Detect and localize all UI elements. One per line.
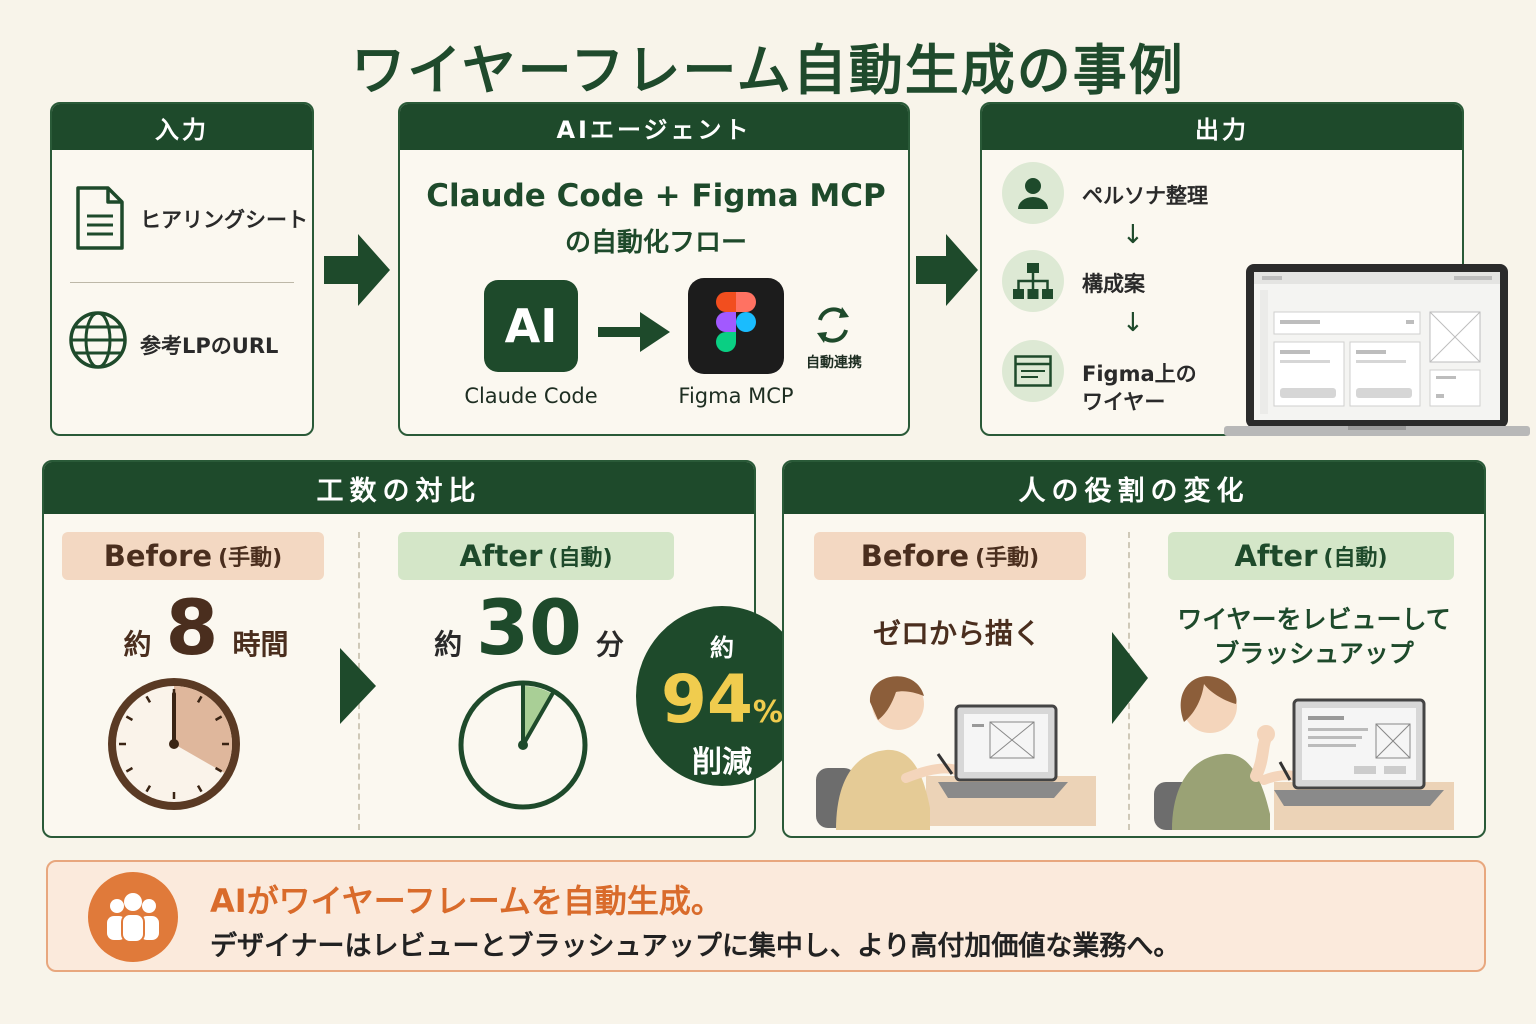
effort-before-sub: (手動): [218, 546, 283, 571]
clock-tick: [125, 715, 134, 722]
clock-tick: [145, 695, 152, 704]
figma-mcp-label: Figma MCP: [678, 384, 794, 408]
agent-flow-arrow: [598, 312, 670, 352]
output-step-structure-icon-wrap: [1002, 250, 1064, 312]
effort-before-value: 8: [165, 583, 219, 672]
agent-heading-line2: の自動化フロー: [564, 228, 747, 258]
output-down-arrow-2: ↓: [1122, 308, 1144, 338]
designer-drawing-illustration: [816, 676, 1096, 830]
input-item-hearing-sheet: ヒアリングシート: [140, 208, 308, 232]
clock-after-icon: [458, 680, 588, 810]
flow-arrow-2: [916, 234, 978, 306]
input-panel-header: 入力: [52, 104, 312, 150]
clock-before-wedge: [174, 686, 232, 773]
role-after-label: After: [1234, 539, 1318, 573]
input-panel: 入力 ヒアリングシート 参考LPのURL: [50, 102, 314, 436]
effort-panel: 工数の対比 Before (手動) After (自動) 約 8 時間 約 30…: [42, 460, 756, 838]
effort-before-pill: Before (手動): [62, 532, 324, 580]
role-before-desc: ゼロから描く: [872, 617, 1041, 650]
page-title: ワイヤーフレーム自動生成の事例: [351, 39, 1185, 102]
effort-after-unit: 分: [595, 628, 624, 661]
role-after-desc-line2: ブラッシュアップ: [1214, 639, 1414, 668]
document-icon: [76, 186, 124, 250]
role-panel: 人の役割の変化 Before (手動) After (自動) ゼロから描く ワイ…: [782, 460, 1486, 838]
sync-icon: [817, 307, 849, 343]
output-step-wire-line2: ワイヤー: [1082, 390, 1166, 414]
role-after-desc-line1: ワイヤーをレビューして: [1177, 605, 1451, 634]
role-after-pill: After (自動): [1168, 532, 1454, 580]
laptop-wireframe-illustration: [1224, 264, 1530, 436]
sitemap-icon: [1013, 263, 1053, 299]
figma-icon: [716, 292, 756, 352]
claude-code-label: Claude Code: [464, 384, 598, 408]
team-icon: [107, 893, 159, 942]
clock-tick: [196, 784, 203, 793]
summary-bar: AIがワイヤーフレームを自動生成。 デザイナーはレビューとブラッシュアップに集中…: [46, 860, 1486, 972]
agent-heading-line1: Claude Code + Figma MCP: [426, 178, 886, 214]
effort-after-prefix: 約: [434, 628, 463, 661]
claude-ai-logo: AI: [484, 280, 578, 372]
effort-before-time: 約 8 時間: [96, 590, 316, 666]
role-compare-arrow: [1112, 632, 1148, 724]
role-before-pill: Before (手動): [814, 532, 1086, 580]
clock-tick: [125, 766, 134, 773]
effort-before-unit: 時間: [232, 628, 289, 661]
effort-after-value: 30: [476, 583, 582, 672]
effort-after-pill: After (自動): [398, 532, 674, 580]
clock-tick: [214, 715, 223, 722]
designer-reviewing-illustration: [1154, 676, 1454, 830]
clock-tick: [145, 784, 152, 793]
role-after-sub: (自動): [1323, 546, 1388, 571]
input-item-reference-url: 参考LPのURL: [140, 334, 279, 358]
effort-after-label: After: [459, 539, 543, 573]
reduction-badge: 約 94% 削減: [636, 606, 808, 786]
effort-after-sub: (自動): [548, 546, 613, 571]
effort-compare-arrow: [340, 648, 376, 724]
effort-after-time: 約 30 分: [414, 590, 644, 666]
effort-panel-header: 工数の対比: [44, 462, 754, 514]
claude-ai-logo-text: AI: [504, 299, 558, 353]
output-step-structure: 構成案: [1082, 272, 1145, 296]
effort-before-prefix: 約: [123, 628, 152, 661]
sync-label: 自動連携: [806, 355, 862, 371]
clock-before-icon: [108, 678, 240, 810]
reduction-badge-prefix: 約: [710, 634, 734, 662]
reduction-badge-value-row: 94%: [636, 667, 808, 733]
flow-arrow-1: [324, 234, 390, 306]
clock-tick: [196, 695, 203, 704]
effort-before-label: Before: [103, 539, 213, 573]
role-panel-header: 人の役割の変化: [784, 462, 1484, 514]
role-before-label: Before: [860, 539, 970, 573]
summary-icon-wrap: [88, 872, 178, 962]
agent-panel-header: AIエージェント: [400, 104, 908, 150]
reduction-badge-value: 94: [661, 661, 753, 738]
wireframe-icon: [1014, 355, 1052, 387]
input-divider: [70, 282, 294, 283]
reduction-badge-percent: %: [752, 695, 783, 730]
summary-line1: AIがワイヤーフレームを自動生成。: [210, 882, 723, 920]
output-panel-header: 出力: [982, 104, 1462, 150]
clock-tick: [214, 766, 223, 773]
figma-logo: [688, 278, 784, 374]
output-down-arrow-1: ↓: [1122, 220, 1144, 250]
output-step-wire-icon-wrap: [1002, 340, 1064, 402]
person-icon: [1018, 178, 1048, 209]
output-step-wire-line1: Figma上の: [1082, 362, 1197, 386]
summary-line2: デザイナーはレビューとブラッシュアップに集中し、より高付加価値な業務へ。: [210, 931, 1181, 962]
reduction-badge-suffix: 削減: [692, 745, 752, 780]
role-before-sub: (手動): [975, 546, 1040, 571]
agent-panel: AIエージェント Claude Code + Figma MCP の自動化フロー…: [398, 102, 910, 436]
output-step-persona: ペルソナ整理: [1082, 184, 1208, 208]
globe-icon: [69, 311, 127, 369]
output-step-persona-icon-wrap: [1002, 162, 1064, 224]
